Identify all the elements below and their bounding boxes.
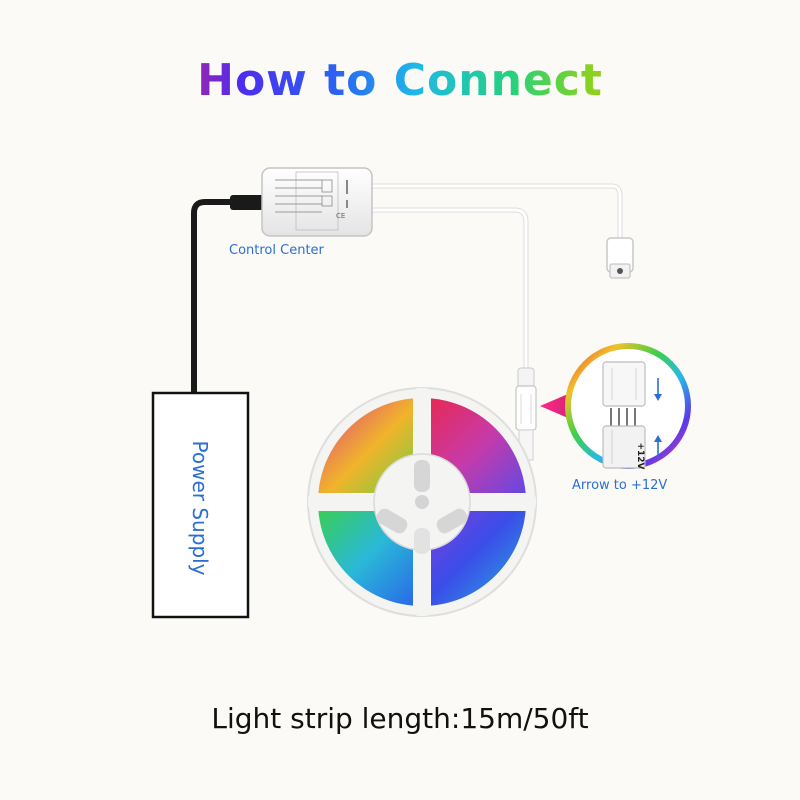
connector-detail-magnifier [565,343,691,469]
connector-marking: +12V [635,442,645,470]
strip-wire [370,208,528,370]
strip-wire-outline [370,207,529,370]
led-strip-reel [307,387,537,617]
strip-length-caption: Light strip length:15m/50ft [211,702,589,735]
control-center-box: CE [261,167,373,237]
arrow-up-icon [654,435,662,458]
dc-plug [230,195,264,210]
power-supply-box [151,391,250,619]
page-title: How to Connect [0,55,800,106]
remote-wire-outline [370,183,623,240]
arrow-hint-label: Arrow to +12V [572,478,668,493]
remote-wire [370,184,622,240]
control-center-label: Control Center [229,243,324,258]
dc-female-connector [606,237,634,279]
power-supply-label: Power Supply [188,440,212,576]
svg-text:CE: CE [336,212,345,220]
arrow-down-icon [654,378,662,401]
power-cable [191,199,262,393]
